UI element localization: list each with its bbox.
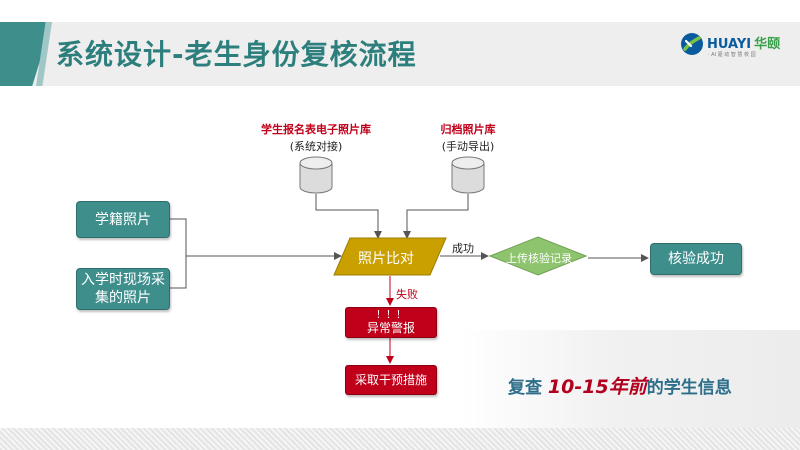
- fail-label: 失败: [396, 288, 418, 301]
- logo-mark-icon: [681, 33, 703, 55]
- review-note-highlight: 10-15年前: [547, 376, 647, 398]
- note-background: [458, 330, 800, 428]
- connector-student-photo: [170, 218, 187, 289]
- archive-db-icon: [451, 156, 485, 194]
- upload-node-shape: [488, 236, 588, 276]
- success-label: 成功: [452, 242, 474, 255]
- verified-node: 核验成功: [650, 243, 742, 275]
- bottom-pattern-strip: [0, 428, 800, 450]
- compare-node-shape: [333, 237, 447, 276]
- registration-db-label: 学生报名表电子照片库 (系统对接): [261, 123, 371, 153]
- connector-registration-db: [315, 194, 382, 239]
- review-note: 复查 10-15年前的学生信息: [508, 376, 732, 398]
- alert-label: 异常警报: [366, 320, 415, 335]
- intervene-node: 采取干预措施: [345, 365, 437, 395]
- student-photo-node: 学籍照片: [76, 201, 170, 238]
- logo-tagline: · AI 驱 动 智 慧 校 园: [708, 52, 756, 58]
- enroll-photo-node: 入学时现场采 集的照片: [76, 268, 170, 310]
- compare-node-label: 照片比对: [358, 251, 414, 267]
- archive-db-label: 归档照片库 (手动导出): [440, 123, 496, 153]
- registration-db-icon: [299, 156, 333, 194]
- header-bar: [0, 22, 800, 86]
- page-title: 系统设计-老生身份复核流程: [56, 38, 417, 71]
- connector-archive-db: [403, 194, 469, 239]
- alert-marks: ！！！: [376, 309, 406, 321]
- upload-node-label: 上传核验记录: [506, 252, 572, 265]
- alert-node: ！！！ 异常警报: [345, 307, 437, 338]
